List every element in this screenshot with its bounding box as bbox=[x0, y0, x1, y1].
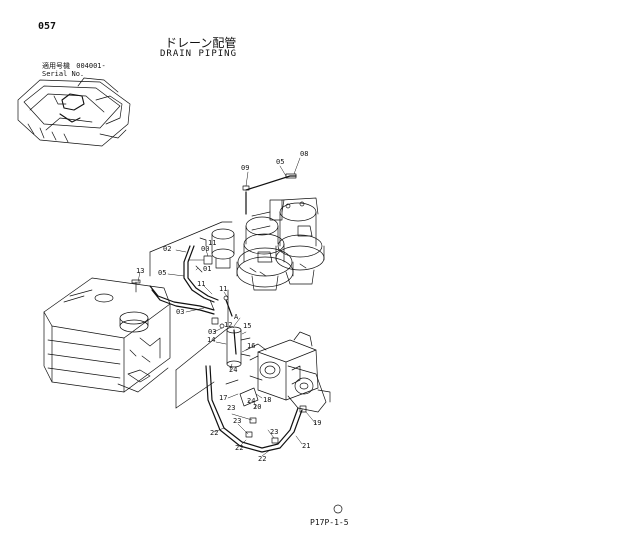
callout-00: 00 bbox=[201, 245, 210, 253]
callout-23: 23 bbox=[233, 417, 242, 425]
callout-05: 05 bbox=[276, 158, 285, 166]
copyright-mark-icon bbox=[333, 504, 343, 514]
fitting-19-icon bbox=[299, 405, 307, 413]
callout-11: 11 bbox=[219, 285, 228, 293]
clamp-23b-icon bbox=[245, 431, 253, 438]
callout-05: 05 bbox=[158, 269, 167, 277]
callout-13: 13 bbox=[136, 267, 145, 275]
callout-01: 01 bbox=[203, 265, 212, 273]
main-pump-assembly bbox=[245, 331, 331, 413]
callout-11: 11 bbox=[208, 239, 217, 247]
diagram-title-japanese: ドレーン配管 bbox=[165, 36, 237, 50]
callout-09: 09 bbox=[241, 164, 250, 172]
clamp-23a-icon bbox=[249, 417, 257, 424]
callout-24: 24 bbox=[229, 366, 238, 374]
fitting-00-icon bbox=[203, 255, 213, 265]
callout-A: A bbox=[234, 313, 239, 321]
fittings bbox=[131, 173, 307, 444]
drain-filter-center bbox=[219, 295, 263, 407]
callout-08: 08 bbox=[300, 150, 309, 158]
callout-11: 11 bbox=[197, 280, 206, 288]
serial-label-english: Serial No. bbox=[42, 70, 85, 78]
callout-21: 21 bbox=[302, 442, 311, 450]
callout-22: 22 bbox=[258, 455, 267, 463]
serial-range: 004001- bbox=[76, 62, 106, 70]
callout-19: 19 bbox=[313, 419, 322, 427]
clamp-03b-icon bbox=[211, 317, 219, 325]
locator-machine-view bbox=[17, 77, 131, 147]
serial-label: 適用号機 004001- bbox=[42, 63, 106, 70]
callout-24: 24 bbox=[247, 397, 256, 405]
callout-22: 22 bbox=[210, 429, 219, 437]
callout-14: 14 bbox=[207, 336, 216, 344]
swing-motor-assembly bbox=[236, 197, 325, 291]
callout-17: 17 bbox=[219, 394, 228, 402]
callout-02: 02 bbox=[163, 245, 172, 253]
callout-16: 16 bbox=[247, 342, 256, 350]
drain-filter-upper bbox=[211, 228, 235, 269]
drain-hoses bbox=[149, 175, 303, 453]
callout-12: 12 bbox=[224, 321, 233, 329]
page-number: 057 bbox=[38, 21, 57, 32]
fitting-01-icon bbox=[195, 265, 203, 273]
page-code: P17P-1-5 bbox=[310, 518, 349, 527]
callout-18: 18 bbox=[263, 396, 272, 404]
callout-23: 23 bbox=[270, 428, 279, 436]
serial-label-japanese: 適用号機 bbox=[42, 62, 70, 70]
callout-15: 15 bbox=[243, 322, 252, 330]
clamp-03-icon bbox=[209, 299, 215, 311]
hydraulic-tank bbox=[43, 277, 171, 393]
callout-03: 03 bbox=[208, 328, 217, 336]
callout-22: 22 bbox=[235, 444, 244, 452]
bolt-13-head-icon bbox=[131, 279, 141, 284]
diagram-title-english: DRAIN PIPING bbox=[160, 49, 238, 59]
fitting-02-icon bbox=[199, 237, 207, 247]
callout-03: 03 bbox=[176, 308, 185, 316]
clamp-23c-icon bbox=[271, 437, 279, 444]
leader-lines bbox=[137, 157, 317, 457]
callout-20: 20 bbox=[253, 403, 262, 411]
callout-23: 23 bbox=[227, 404, 236, 412]
